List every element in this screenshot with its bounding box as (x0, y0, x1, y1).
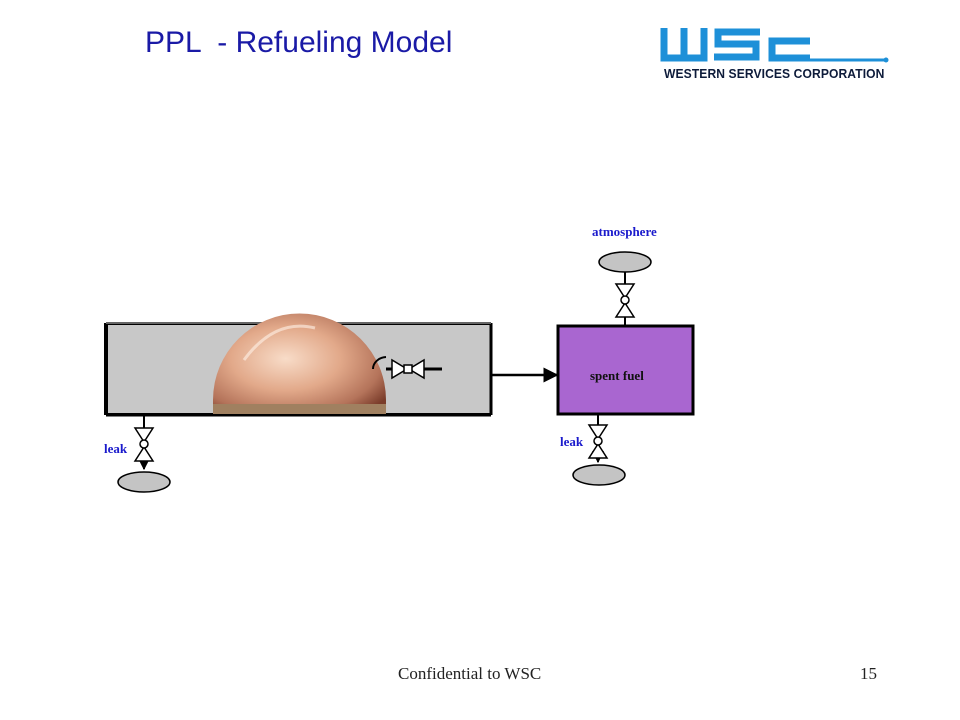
leak-label-right: leak (560, 434, 584, 449)
spent-fuel-label: spent fuel (590, 368, 644, 383)
leak-sink-left-ellipse (117, 471, 171, 493)
slide-title: PPL - Refueling Model (145, 26, 453, 59)
atmosphere-sink-ellipse (598, 251, 652, 273)
leak-sink-right-ellipse (572, 464, 626, 486)
transfer-valve-icon (371, 356, 442, 380)
atmosphere-valve-icon (614, 272, 636, 326)
footer-confidential: Confidential to WSC (398, 664, 542, 683)
reactor-dome-icon (213, 313, 386, 414)
wsc-logo-icon (660, 28, 889, 63)
leak-label-left: leak (104, 441, 128, 456)
atmosphere-label: atmosphere (592, 224, 657, 239)
spent-fuel-box (556, 324, 695, 416)
leak-valve-left-icon (133, 415, 155, 471)
page-number: 15 (860, 664, 877, 683)
logo-company-name: WESTERN SERVICES CORPORATION (664, 66, 885, 81)
leak-valve-right-icon (587, 414, 609, 464)
